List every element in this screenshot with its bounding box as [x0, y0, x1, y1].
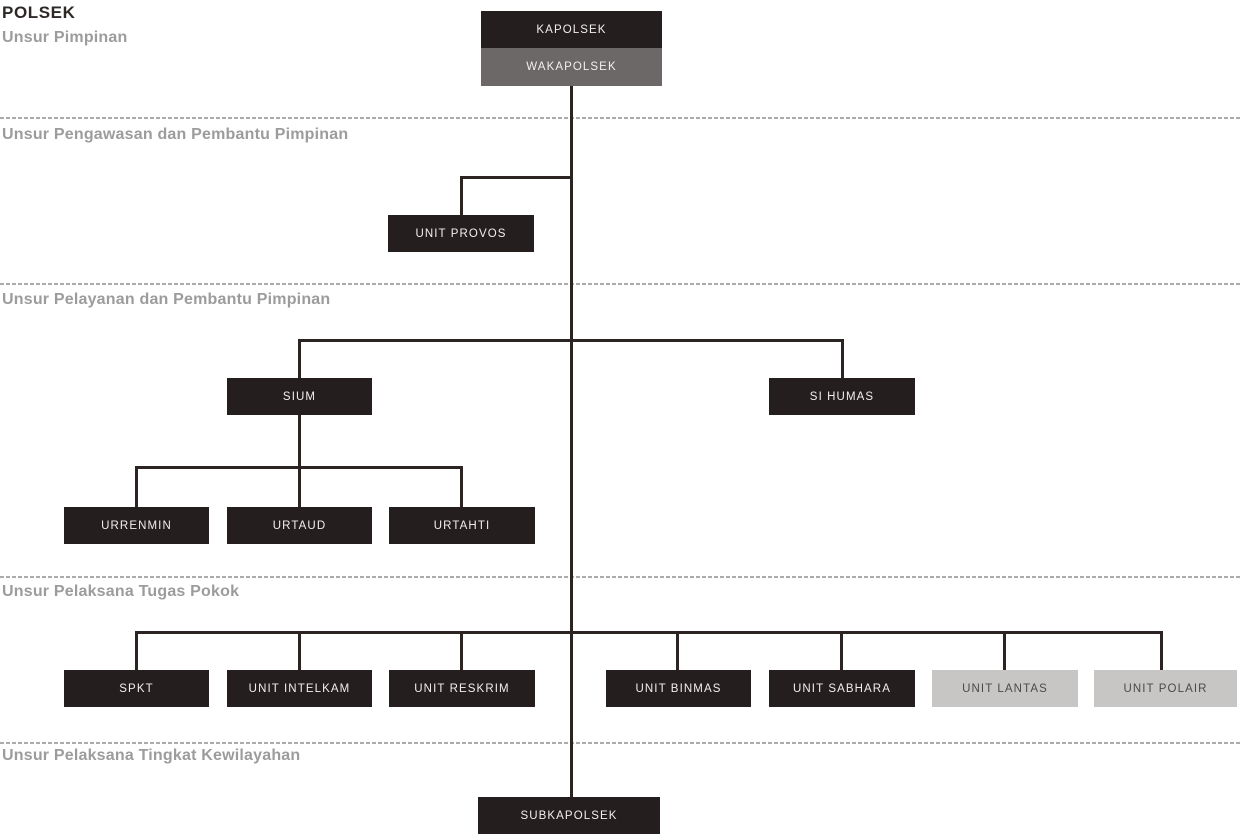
connector-humas-drop [841, 339, 844, 378]
node-urtahti: URTAHTI [389, 507, 535, 544]
connector-pokok-h [135, 631, 1163, 634]
connector-spkt-drop [135, 631, 138, 670]
connector-sium-stem [298, 415, 301, 466]
section-heading-pelayanan: Unsur Pelayanan dan Pembantu Pimpinan [2, 291, 331, 308]
connector-sabhara-drop [840, 631, 843, 670]
node-sium: SIUM [227, 378, 372, 415]
node-wakapolsek: WAKAPOLSEK [481, 48, 662, 86]
page-title: POLSEK [2, 3, 76, 22]
connector-urtahti-drop [460, 466, 463, 507]
node-unit-sabhara: UNIT SABHARA [769, 670, 915, 707]
connector-reskrim-drop [460, 631, 463, 670]
section-heading-kewilayahan: Unsur Pelaksana Tingkat Kewilayahan [2, 747, 301, 764]
connector-provos-drop [460, 176, 463, 215]
node-kapolsek: KAPOLSEK [481, 11, 662, 48]
connector-provos-h [460, 176, 573, 179]
section-divider [0, 283, 1240, 285]
node-subkapolsek: SUBKAPOLSEK [478, 797, 660, 834]
connector-pelayanan-h [298, 339, 844, 342]
section-divider [0, 742, 1240, 744]
section-divider [0, 117, 1240, 119]
node-urrenmin: URRENMIN [64, 507, 209, 544]
connector-lantas-drop [1003, 631, 1006, 670]
node-unit-intelkam: UNIT INTELKAM [227, 670, 372, 707]
connector-binmas-drop [676, 631, 679, 670]
section-heading-pelaksana-pokok: Unsur Pelaksana Tugas Pokok [2, 583, 240, 600]
node-spkt: SPKT [64, 670, 209, 707]
node-unit-binmas: UNIT BINMAS [606, 670, 751, 707]
connector-urtaud-drop [298, 466, 301, 507]
section-divider [0, 576, 1240, 578]
connector-polair-drop [1160, 631, 1163, 670]
connector-sium-drop [298, 339, 301, 378]
connector-intelkam-drop [298, 631, 301, 670]
node-urtaud: URTAUD [227, 507, 372, 544]
node-unit-polair: UNIT POLAIR [1094, 670, 1237, 707]
connector-urrenmin-drop [135, 466, 138, 507]
node-unit-reskrim: UNIT RESKRIM [389, 670, 535, 707]
node-unit-lantas: UNIT LANTAS [932, 670, 1078, 707]
node-si-humas: SI HUMAS [769, 378, 915, 415]
connector-main-spine [570, 86, 573, 797]
node-unit-provos: UNIT PROVOS [388, 215, 534, 252]
section-heading-pimpinan: Unsur Pimpinan [2, 29, 128, 46]
section-heading-pengawasan: Unsur Pengawasan dan Pembantu Pimpinan [2, 126, 349, 143]
